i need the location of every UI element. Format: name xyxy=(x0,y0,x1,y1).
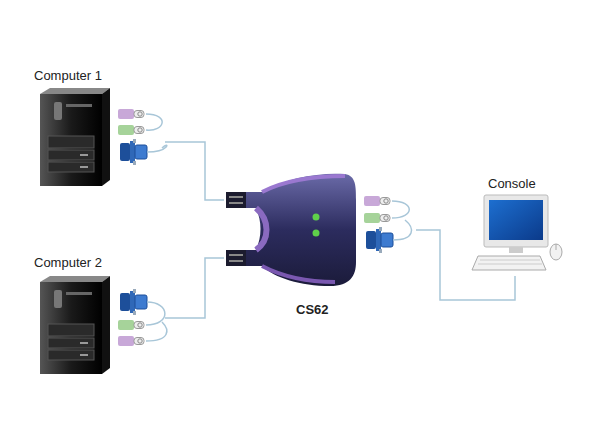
kvm-switch xyxy=(226,174,356,286)
switch-node: CS62 xyxy=(224,170,416,320)
cable xyxy=(165,258,224,318)
computer-node: Computer 2 xyxy=(30,255,165,375)
computer-node: Computer 1 xyxy=(30,68,165,190)
console-node: Console xyxy=(468,176,568,276)
node-label: Computer 2 xyxy=(34,255,102,271)
node-label: CS62 xyxy=(296,302,329,318)
console-monitor xyxy=(472,195,562,270)
node-label: Computer 1 xyxy=(34,68,102,84)
cable xyxy=(165,142,224,200)
node-label: Console xyxy=(488,176,536,192)
